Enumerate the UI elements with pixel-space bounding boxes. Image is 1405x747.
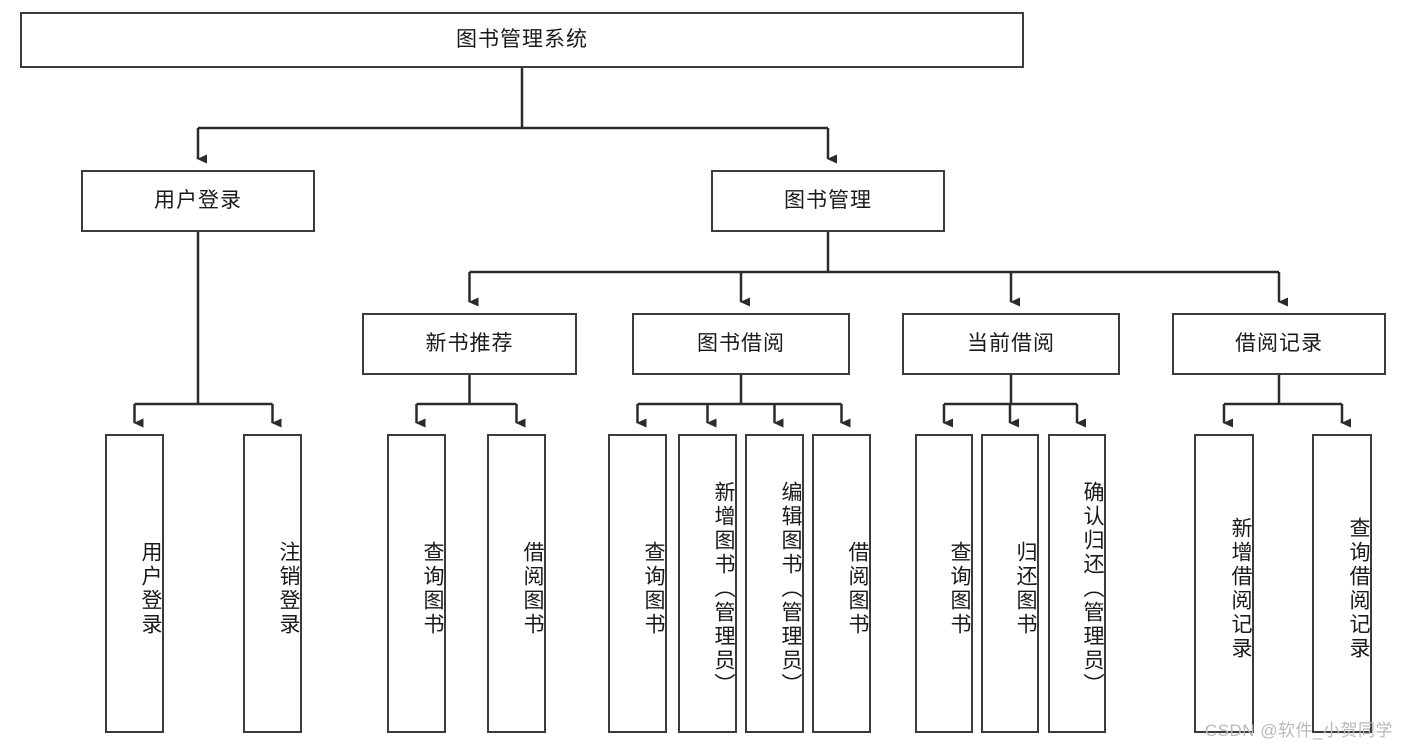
node-newbook[interactable]: 新书推荐 — [362, 313, 577, 375]
node-label: 用户登录 — [154, 188, 242, 212]
node-leaf-login-2[interactable]: 注销登录 — [243, 434, 302, 733]
node-label: 用户登录 — [139, 540, 162, 637]
node-bookmgmt[interactable]: 图书管理 — [711, 170, 945, 232]
node-leaf-cur-2[interactable]: 归还图书 — [981, 434, 1039, 733]
node-label: 借阅图书 — [846, 540, 869, 637]
node-root[interactable]: 图书管理系统 — [20, 12, 1024, 68]
node-leaf-new-1[interactable]: 查询图书 — [387, 434, 446, 733]
node-label: 图书管理 — [784, 188, 872, 212]
node-borrow[interactable]: 图书借阅 — [632, 313, 850, 375]
node-label: 借阅记录 — [1235, 331, 1323, 355]
node-label: 查询图书 — [421, 540, 444, 637]
node-leaf-rec-2[interactable]: 查询借阅记录 — [1312, 434, 1372, 733]
node-label: 确认归还（管理员） — [1081, 480, 1104, 697]
node-label: 注销登录 — [277, 540, 300, 637]
node-leaf-cur-1[interactable]: 查询图书 — [915, 434, 973, 733]
node-label: 新增借阅记录 — [1229, 516, 1252, 661]
node-label: 新书推荐 — [425, 331, 514, 355]
node-leaf-login-1[interactable]: 用户登录 — [105, 434, 164, 733]
node-label: 查询图书 — [948, 540, 971, 637]
node-label: 图书借阅 — [697, 331, 785, 355]
node-leaf-new-2[interactable]: 借阅图书 — [487, 434, 546, 733]
node-label: 查询图书 — [642, 540, 665, 637]
csdn-watermark: CSDN @软件_小贺同学 — [1204, 721, 1393, 740]
node-label: 新增图书（管理员） — [712, 480, 735, 697]
node-label: 归还图书 — [1014, 540, 1037, 637]
node-label: 编辑图书（管理员） — [779, 480, 802, 697]
node-login[interactable]: 用户登录 — [81, 170, 315, 232]
node-label: 当前借阅 — [967, 331, 1055, 355]
node-leaf-rec-1[interactable]: 新增借阅记录 — [1194, 434, 1254, 733]
node-leaf-borrow-1[interactable]: 查询图书 — [608, 434, 667, 733]
node-leaf-borrow-3[interactable]: 编辑图书（管理员） — [745, 434, 804, 733]
node-label: 查询借阅记录 — [1347, 516, 1370, 661]
node-leaf-cur-3[interactable]: 确认归还（管理员） — [1048, 434, 1106, 733]
node-leaf-borrow-4[interactable]: 借阅图书 — [812, 434, 871, 733]
node-leaf-borrow-2[interactable]: 新增图书（管理员） — [678, 434, 737, 733]
node-label: 图书管理系统 — [456, 27, 588, 51]
node-current[interactable]: 当前借阅 — [902, 313, 1120, 375]
node-records[interactable]: 借阅记录 — [1172, 313, 1386, 375]
node-label: 借阅图书 — [521, 540, 544, 637]
